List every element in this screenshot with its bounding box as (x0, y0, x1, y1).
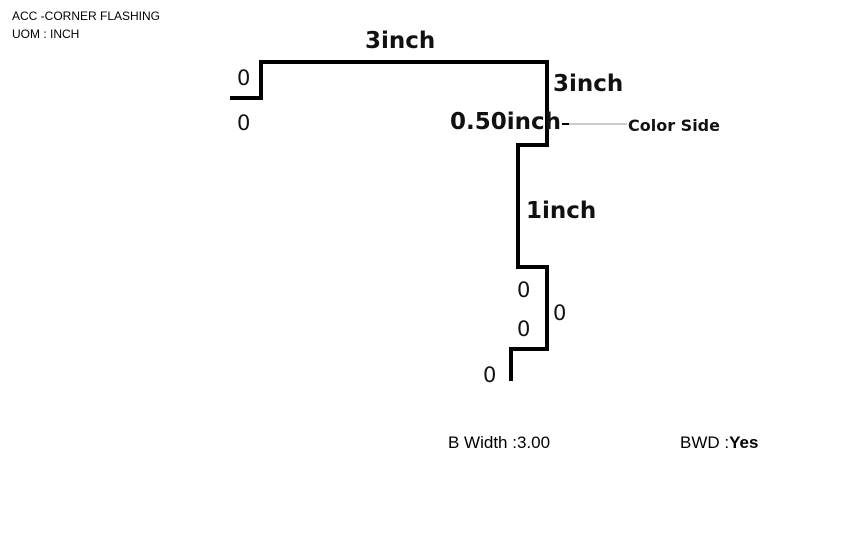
dim-hem-length: 0.50inch (450, 109, 561, 135)
bwd-value: Yes (729, 433, 759, 452)
dim-bottom-tab: 0 (483, 363, 496, 387)
bwd-label: BWD : (680, 433, 730, 452)
dim-step-c: 0 (517, 317, 530, 341)
b-width-label: B Width : (448, 433, 517, 452)
b-width-field: B Width :3.00 (448, 433, 550, 453)
dim-left-tab-top: 0 (237, 66, 250, 90)
b-width-value: 3.00 (516, 433, 551, 452)
dim-step-b: 0 (553, 301, 566, 325)
dim-middle-length: 1inch (526, 198, 596, 224)
bwd-field: BWD :Yes (680, 433, 758, 453)
color-side-label: Color Side (628, 116, 720, 135)
dim-left-tab-bottom: 0 (237, 111, 250, 135)
dim-right-upper-length: 3inch (553, 71, 623, 97)
drawing-title: ACC -CORNER FLASHING (12, 9, 161, 23)
dim-step-a: 0 (517, 278, 530, 302)
unit-of-measure: UOM : INCH (12, 27, 80, 41)
flashing-profile-line (230, 60, 549, 381)
dim-top-length: 3inch (365, 28, 435, 54)
